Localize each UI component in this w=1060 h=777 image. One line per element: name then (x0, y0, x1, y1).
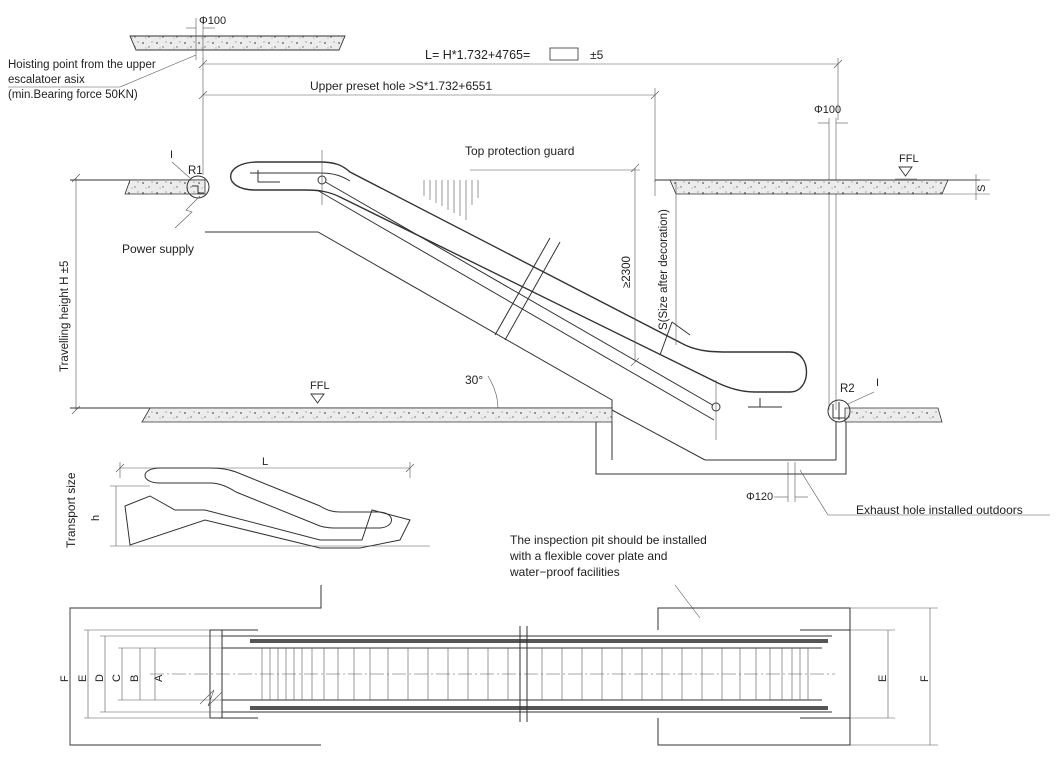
exhaust-hole-label: Exhaust hole installed outdoors (856, 503, 1023, 517)
dim-e-label: E (77, 675, 89, 682)
pit-note-line3: water−proof facilities (509, 565, 620, 579)
ffl-lower-label: FFL (310, 380, 330, 392)
plan-dimensions-left (69, 608, 222, 745)
pit-note-line1: The inspection pit should be installed (510, 533, 707, 547)
top-guard-label: Top protection guard (465, 144, 574, 158)
top-protection-guard (423, 169, 640, 220)
pit-note-line2: with a flexible cover plate and (509, 549, 667, 563)
dim-f-right-label: F (919, 675, 931, 682)
r1-label: R1 (188, 165, 203, 177)
length-dimension (198, 58, 843, 175)
upper-floor (70, 179, 980, 196)
escalator-truss (205, 150, 836, 461)
dim-a-label: A (153, 674, 165, 682)
length-value-box (549, 47, 579, 61)
lower-floor (70, 407, 943, 475)
transport-l-label: L (262, 456, 268, 468)
hoisting-note-line3: (min.Bearing force 50KN) (8, 89, 138, 101)
hoisting-slab (129, 18, 346, 60)
dim-d-label: D (94, 674, 106, 682)
upper-preset-label: Upper preset hole >S*1.732+6551 (310, 79, 492, 93)
length-tolerance: ±5 (590, 48, 604, 62)
transport-h-label: h (90, 515, 102, 521)
phi100-top-label: Φ100 (199, 15, 226, 27)
clearance-label: ≥2300 (621, 256, 633, 288)
transport-size-view (110, 462, 430, 549)
dim-f-label: F (59, 675, 71, 682)
length-formula: L= H*1.732+4765= (425, 48, 530, 62)
angle-label: 30° (465, 373, 483, 387)
power-supply-label: Power supply (122, 242, 194, 256)
size-after-decoration: S(Size after decoration) (658, 209, 670, 330)
ffl-upper-symbol (898, 166, 913, 177)
plan-view (69, 585, 851, 746)
ffl-lower-symbol (310, 393, 325, 404)
dim-e-right-label: E (877, 675, 889, 682)
r2-label: R2 (840, 383, 855, 395)
phi120-label: Φ120 (746, 491, 773, 503)
mark-i-left: I (170, 149, 173, 161)
plan-dimensions-right (850, 607, 938, 746)
transport-size-label: Transport size (64, 472, 78, 548)
r2-marker (827, 399, 851, 423)
upper-preset-dimension (198, 88, 660, 182)
dim-c-label: C (111, 674, 123, 682)
phi100-right-label: Φ100 (814, 104, 841, 116)
mark-i-right: I (876, 377, 879, 389)
s-right-label: S (976, 185, 988, 192)
travelling-height-label: Travelling height H ±5 (59, 261, 71, 372)
hoisting-note-line2: escalatoer asix (8, 74, 85, 86)
hoisting-note-line1: Hoisting point from the upper (8, 59, 156, 71)
right-shaft (818, 118, 848, 410)
ffl-upper-label: FFL (899, 153, 919, 165)
dim-b-label: B (129, 675, 141, 682)
